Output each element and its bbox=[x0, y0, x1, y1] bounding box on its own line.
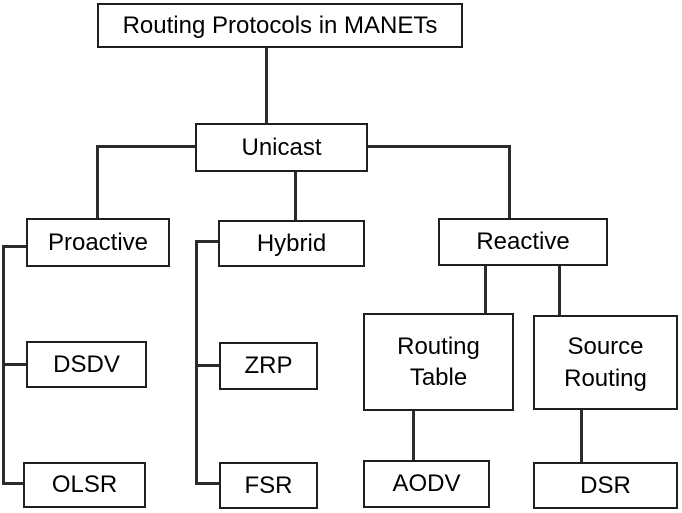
node-reactive: Reactive bbox=[438, 218, 608, 266]
node-source-routing: Source Routing bbox=[533, 315, 678, 410]
connector-root-to-unicast bbox=[265, 46, 268, 125]
connector-to-zrp bbox=[195, 364, 221, 367]
connector-to-olsr bbox=[2, 482, 25, 485]
connector-to-proactive bbox=[96, 145, 99, 220]
connector-proactive-spine-stub bbox=[2, 245, 28, 248]
connector-to-reactive bbox=[508, 145, 511, 220]
node-fsr: FSR bbox=[219, 462, 318, 509]
connector-reactive-to-routing-table bbox=[484, 264, 487, 315]
connector-reactive-to-source-routing bbox=[558, 264, 561, 317]
connector-hybrid-spine-stub bbox=[195, 240, 220, 243]
connector-hybrid-spine bbox=[195, 240, 198, 485]
connector-unicast-left-horizontal bbox=[96, 145, 197, 148]
node-zrp: ZRP bbox=[219, 342, 318, 390]
node-olsr: OLSR bbox=[23, 462, 146, 508]
node-aodv: AODV bbox=[363, 460, 490, 508]
connector-unicast-to-hybrid bbox=[294, 170, 297, 222]
node-unicast: Unicast bbox=[195, 123, 368, 172]
connector-unicast-right-horizontal bbox=[366, 145, 511, 148]
connector-source-routing-to-dsr bbox=[580, 408, 583, 464]
node-dsr: DSR bbox=[533, 462, 678, 509]
node-proactive: Proactive bbox=[26, 218, 170, 267]
node-hybrid: Hybrid bbox=[218, 220, 365, 267]
node-dsdv: DSDV bbox=[26, 341, 147, 388]
connector-to-fsr bbox=[195, 482, 221, 485]
node-routing-table: Routing Table bbox=[363, 313, 514, 411]
connector-to-dsdv bbox=[2, 363, 28, 366]
connector-routing-table-to-aodv bbox=[412, 409, 415, 462]
node-routing-protocols-title: Routing Protocols in MANETs bbox=[97, 3, 463, 48]
